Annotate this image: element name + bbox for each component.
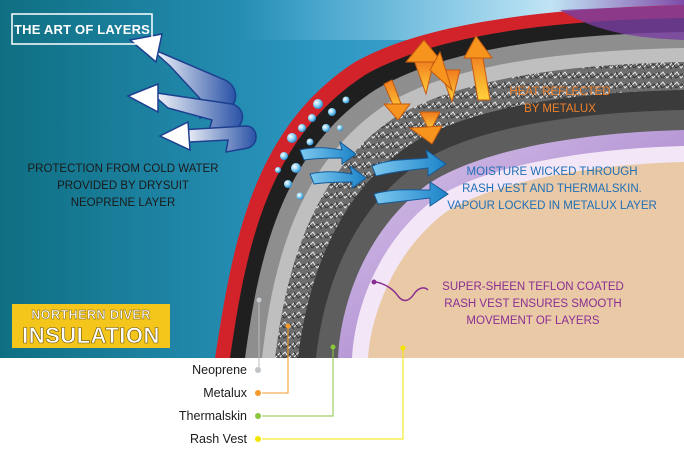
cold-water-line-3: NEOPRENE LAYER (71, 197, 176, 209)
legend-dot-thermalskin (255, 413, 261, 419)
legend-dot-neoprene (255, 367, 261, 373)
cold-arrow-3-icon (178, 125, 257, 153)
northern-diver-logo: NORTHERN DIVER INSULATION (12, 304, 170, 348)
legend-label-neoprene: Neoprene (192, 363, 247, 377)
skin-area (368, 162, 684, 358)
heat-line-2: BY METALUX (524, 103, 596, 115)
cold-arrow-2-icon (147, 90, 244, 135)
teflon-pointer (375, 281, 429, 302)
moisture-callout: MOISTURE WICKED THROUGH RASH VEST AND TH… (447, 166, 657, 212)
moisture-arrow-1-icon (371, 148, 447, 177)
teflon-callout: SUPER-SHEEN TEFLON COATED RASH VEST ENSU… (371, 279, 624, 327)
legend-label-thermalskin: Thermalskin (179, 409, 247, 423)
heat-callout: HEAT REFLECTED BY METALUX (509, 86, 610, 115)
legend-item-thermalskin: Thermalskin (179, 409, 261, 423)
cold-water-line-1: PROTECTION FROM COLD WATER (27, 163, 218, 175)
layer-legend: Neoprene Metalux Thermalskin Rash Vest (179, 363, 261, 446)
cold-water-callout: PROTECTION FROM COLD WATER PROVIDED BY D… (27, 163, 218, 209)
leader-metalux (262, 328, 289, 394)
moisture-line-1: MOISTURE WICKED THROUGH (466, 166, 637, 178)
cold-water-line-2: PROVIDED BY DRYSUIT (57, 180, 189, 192)
moisture-line-3: VAPOUR LOCKED IN METALUX LAYER (447, 200, 657, 212)
layer-stack (215, 5, 684, 358)
top-purple-wash (560, 5, 684, 40)
legend-dot-rash-vest (255, 436, 261, 442)
moisture-bubbles (275, 96, 350, 200)
title-badge: THE ART OF LAYERS (11, 13, 153, 45)
logo-line-1: NORTHERN DIVER (31, 308, 151, 322)
heat-arrow-3-icon (429, 50, 461, 104)
legend-dot-metalux (255, 390, 261, 396)
cold-arrow-2-head-icon (126, 82, 159, 114)
moisture-arrows (299, 140, 449, 207)
legend-label-metalux: Metalux (203, 386, 248, 400)
moisture-line-2: RASH VEST AND THERMALSKIN. (462, 183, 642, 195)
heat-arrows (382, 35, 493, 145)
teflon-line-3: MOVEMENT OF LAYERS (466, 315, 599, 327)
teflon-line-1: SUPER-SHEEN TEFLON COATED (442, 281, 624, 293)
heat-line-1: HEAT REFLECTED (509, 86, 610, 98)
moisture-arrow-3-icon (299, 140, 357, 165)
legend-item-metalux: Metalux (203, 386, 261, 400)
title-badge-text: THE ART OF LAYERS (14, 22, 150, 37)
teflon-line-2: RASH VEST ENSURES SMOOTH (444, 298, 621, 310)
moisture-arrow-4-icon (309, 164, 367, 189)
cold-arrow-3-head-icon (158, 120, 191, 152)
cold-arrow-1-head-icon (128, 33, 163, 64)
leader-thermalskin (262, 349, 334, 417)
legend-leaders (256, 297, 406, 440)
leader-rash-vest (262, 350, 404, 440)
legend-item-rash-vest: Rash Vest (190, 432, 261, 446)
cold-water-arrows (126, 33, 257, 153)
heat-arrow-2-icon (404, 39, 444, 96)
moisture-arrow-2-icon (373, 181, 449, 207)
teflon-pointer-dot (371, 279, 377, 285)
logo-line-2: INSULATION (22, 323, 160, 348)
legend-item-neoprene: Neoprene (192, 363, 261, 377)
legend-label-rash-vest: Rash Vest (190, 432, 248, 446)
heat-arrow-4-icon (463, 35, 493, 101)
heat-arrow-1-icon (382, 79, 411, 121)
heat-arrow-5-icon (408, 111, 443, 145)
